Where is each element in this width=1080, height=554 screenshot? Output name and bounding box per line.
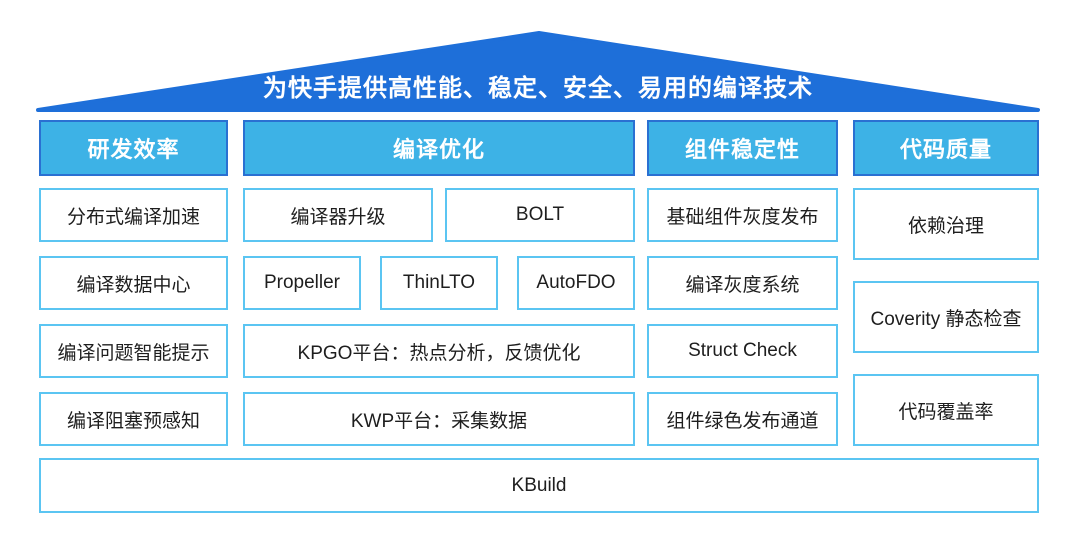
cell-kwp-platform: KWP平台：采集数据 <box>243 392 635 446</box>
cell-base-component-gray-release: 基础组件灰度发布 <box>647 188 838 242</box>
cell-build-block-prediction: 编译阻塞预感知 <box>39 392 228 446</box>
cell-build-gray-system: 编译灰度系统 <box>647 256 838 310</box>
header-compile-optimization: 编译优化 <box>243 120 635 176</box>
cell-component-green-release-channel: 组件绿色发布通道 <box>647 392 838 446</box>
cell-struct-check: Struct Check <box>647 324 838 378</box>
column-code-quality: 代码质量 依赖治理 Coverity 静态检查 代码覆盖率 <box>853 120 1039 446</box>
header-code-quality: 代码质量 <box>853 120 1039 176</box>
column-rd-efficiency: 研发效率 分布式编译加速 编译数据中心 编译问题智能提示 编译阻塞预感知 <box>39 120 228 446</box>
header-component-stability: 组件稳定性 <box>647 120 838 176</box>
cell-compiler-upgrade: 编译器升级 <box>243 188 433 242</box>
compile-optimization-row-2: Propeller ThinLTO AutoFDO <box>243 256 635 310</box>
component-stability-cells: 基础组件灰度发布 编译灰度系统 Struct Check 组件绿色发布通道 <box>647 188 838 446</box>
cell-kbuild: KBuild <box>39 458 1039 513</box>
roof-shape <box>36 31 1040 112</box>
cell-propeller: Propeller <box>243 256 361 310</box>
banner-title: 为快手提供高性能、稳定、安全、易用的编译技术 <box>263 75 813 102</box>
cell-bolt: BOLT <box>445 188 635 242</box>
cell-thinlto: ThinLTO <box>380 256 498 310</box>
rd-efficiency-cells: 分布式编译加速 编译数据中心 编译问题智能提示 编译阻塞预感知 <box>39 188 228 446</box>
code-quality-cells: 依赖治理 Coverity 静态检查 代码覆盖率 <box>853 188 1039 446</box>
header-rd-efficiency: 研发效率 <box>39 120 228 176</box>
cell-autofdo: AutoFDO <box>517 256 635 310</box>
cell-build-issue-smart-hint: 编译问题智能提示 <box>39 324 228 378</box>
cell-coverity-static-check: Coverity 静态检查 <box>853 281 1039 353</box>
cell-build-data-center: 编译数据中心 <box>39 256 228 310</box>
column-component-stability: 组件稳定性 基础组件灰度发布 编译灰度系统 Struct Check 组件绿色发… <box>647 120 838 446</box>
column-compile-optimization: 编译优化 编译器升级 BOLT Propeller ThinLTO AutoFD… <box>243 120 635 446</box>
compile-optimization-row-1: 编译器升级 BOLT <box>243 188 635 242</box>
compile-optimization-cells: 编译器升级 BOLT Propeller ThinLTO AutoFDO KPG… <box>243 188 635 446</box>
cell-code-coverage: 代码覆盖率 <box>853 374 1039 446</box>
cell-dependency-governance: 依赖治理 <box>853 188 1039 260</box>
cell-kpgo-platform: KPGO平台：热点分析，反馈优化 <box>243 324 635 378</box>
cell-distributed-build-acceleration: 分布式编译加速 <box>39 188 228 242</box>
